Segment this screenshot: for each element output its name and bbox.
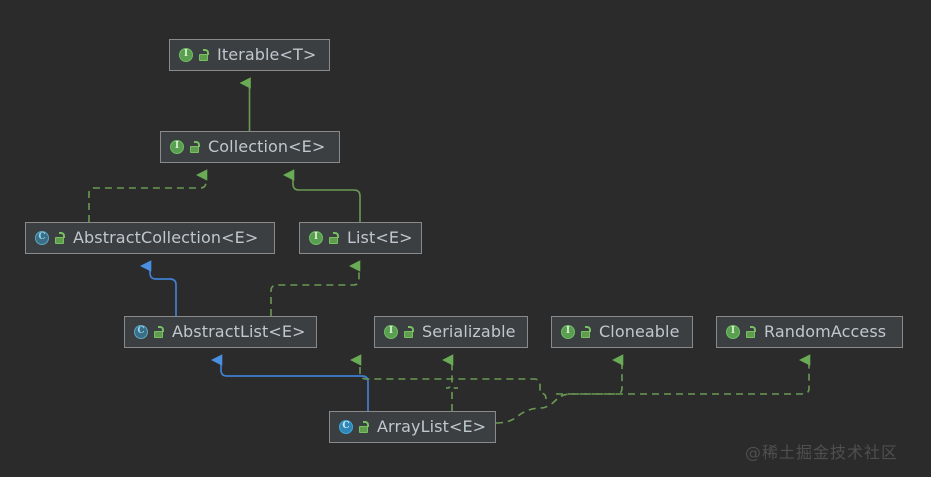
node-icons (560, 324, 592, 340)
node-label: Collection<E> (208, 137, 326, 156)
node-label: AbstractCollection<E> (73, 228, 259, 247)
edge-arraylist-to-cloneable (495, 360, 622, 424)
public-unlocked-icon (188, 140, 201, 154)
node-label: Iterable<T> (217, 45, 317, 64)
node-list[interactable]: List<E> (299, 222, 422, 254)
interface-icon (308, 230, 324, 246)
public-unlocked-icon (327, 231, 340, 245)
node-icons (34, 230, 66, 246)
public-unlocked-icon (197, 48, 210, 62)
edge-abstractlist-to-list (270, 266, 359, 316)
node-label: ArrayList<E> (377, 417, 487, 436)
node-icons (383, 324, 415, 340)
node-label: AbstractList<E> (172, 322, 306, 341)
node-collection[interactable]: Collection<E> (160, 131, 340, 163)
interface-icon (560, 324, 576, 340)
edge-abstractlist-to-abstractcollection (150, 266, 177, 316)
node-label: List<E> (347, 228, 413, 247)
public-unlocked-icon (357, 420, 370, 434)
watermark: @稀土掘金技术社区 (745, 443, 899, 462)
node-icons (338, 419, 370, 435)
public-unlocked-icon (744, 325, 757, 339)
public-unlocked-icon (53, 231, 66, 245)
edge-arraylist-to-randomaccess (556, 360, 809, 395)
node-iterable[interactable]: Iterable<T> (169, 39, 330, 71)
public-unlocked-icon (402, 325, 415, 339)
interface-icon (178, 47, 194, 63)
node-icons (133, 324, 165, 340)
node-icons (169, 139, 201, 155)
edge-abstractcollection-to-collection (88, 175, 206, 222)
edge-arraylist-to-abstractlist (221, 360, 369, 411)
node-serializable[interactable]: Serializable (374, 316, 528, 348)
node-icons (178, 47, 210, 63)
edge-list-to-collection (293, 175, 361, 222)
node-icons (308, 230, 340, 246)
edge-arraylist-to-list (360, 360, 547, 400)
interface-icon (383, 324, 399, 340)
public-unlocked-icon (579, 325, 592, 339)
node-label: Cloneable (599, 322, 680, 341)
node-abstractlist[interactable]: AbstractList<E> (124, 316, 317, 348)
node-randomaccess[interactable]: RandomAccess (716, 316, 903, 348)
interface-icon (725, 324, 741, 340)
interface-icon (169, 139, 185, 155)
abstract-class-icon (133, 324, 149, 340)
abstract-class-icon (34, 230, 50, 246)
node-label: RandomAccess (764, 322, 887, 341)
class-icon (338, 419, 354, 435)
public-unlocked-icon (152, 325, 165, 339)
node-cloneable[interactable]: Cloneable (551, 316, 693, 348)
node-abstractcollection[interactable]: AbstractCollection<E> (25, 222, 275, 254)
edge-arraylist-to-serializable (446, 360, 459, 411)
node-arraylist[interactable]: ArrayList<E> (329, 411, 496, 443)
node-icons (725, 324, 757, 340)
node-label: Serializable (422, 322, 516, 341)
